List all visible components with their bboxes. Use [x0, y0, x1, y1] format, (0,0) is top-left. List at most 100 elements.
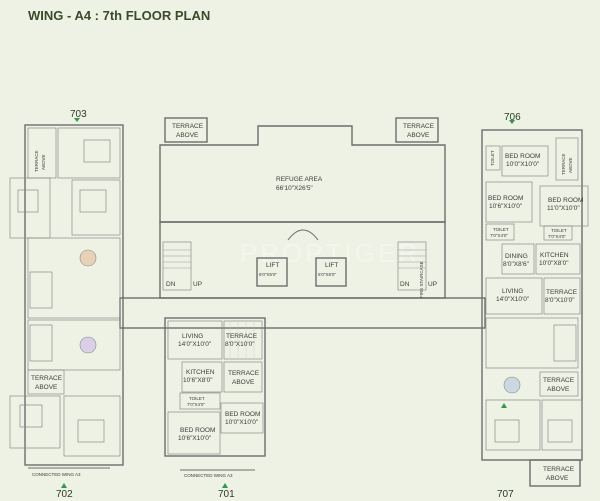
up-label: UP	[428, 281, 437, 288]
kitchen-label: KITCHEN	[186, 369, 215, 376]
above-label: ABOVE	[546, 475, 569, 482]
bed-icon	[494, 419, 520, 443]
terrace-above-706	[555, 137, 579, 181]
watermark: PROPTIGER	[240, 238, 420, 268]
terrace-label: TERRACE	[543, 377, 575, 384]
terrace-label: TERRACE	[561, 153, 566, 175]
bed-icon	[83, 139, 111, 163]
toilet-label: TOILET	[189, 396, 205, 401]
dining-706-dim: 8'0"X8'6"	[503, 261, 530, 268]
bedroom-706-c-dim: 11'0"X10'0"	[547, 205, 580, 212]
terrace-above-701	[223, 361, 263, 393]
unit-707-marker	[501, 403, 507, 408]
unit-703-label: 703	[70, 109, 87, 120]
room-703-c	[71, 179, 121, 236]
bedroom-707-a	[485, 399, 541, 451]
plan-title: WING - A4 : 7th FLOOR PLAN	[28, 8, 210, 23]
above-label: ABOVE	[176, 132, 199, 139]
refuge-area-dim: 66'10"X26'5"	[276, 185, 313, 192]
terrace-label: TERRACE	[226, 333, 258, 340]
living-706	[485, 277, 543, 315]
bedroom-701-b-dim: 10'6"X10'0"	[178, 435, 212, 442]
fire-staircase-label: FIRE STAIRCASE	[419, 261, 424, 298]
terrace-label: TERRACE	[228, 370, 260, 377]
dining-table-icon	[503, 376, 521, 394]
bedroom-label: BED ROOM	[548, 197, 583, 204]
above-label: ABOVE	[35, 384, 58, 391]
unit-701	[164, 317, 266, 457]
toilet-label: TOILET	[551, 228, 567, 233]
toilet-dim: 7'0"X4'0"	[187, 402, 205, 407]
lift-label: LIFT	[266, 262, 279, 269]
toilet-label: TOILET	[490, 150, 495, 166]
toilet-706-c	[543, 225, 573, 241]
left-wing	[24, 124, 124, 466]
terrace-label: TERRACE	[543, 466, 575, 473]
terrace-701-dim: 8'0"X10'0"	[225, 341, 255, 348]
bedroom-706-a-dim: 10'0"X10'0"	[506, 161, 540, 168]
kitchen-706-dim: 10'0"X8'0"	[539, 260, 569, 267]
terrace-above-702	[27, 369, 65, 395]
terrace-above-707-b	[529, 459, 581, 487]
above-label: ABOVE	[232, 379, 255, 386]
bedroom-label: BED ROOM	[225, 411, 260, 418]
kitchen-label: KITCHEN	[540, 252, 569, 259]
bed-icon	[79, 189, 107, 213]
living-701	[167, 320, 223, 360]
above-label: ABOVE	[41, 154, 46, 170]
unit-702-marker	[61, 483, 67, 488]
bedroom-706-b-dim: 10'6"X10'0"	[489, 203, 523, 210]
living-label: LIVING	[502, 288, 523, 295]
dining-label: DINING	[505, 253, 528, 260]
sofa-icon	[29, 324, 53, 362]
lift-2	[315, 257, 347, 287]
living-701-dim: 14'0"X10'0"	[178, 341, 212, 348]
lift-1	[256, 257, 288, 287]
bed-icon	[77, 419, 105, 443]
terrace-706	[543, 277, 581, 315]
terrace-label: TERRACE	[31, 375, 63, 382]
unit-702-label: 702	[56, 489, 73, 500]
terrace-label: TERRACE	[546, 289, 578, 296]
bedroom-707-b	[541, 399, 583, 451]
lift-label: LIFT	[325, 262, 338, 269]
toilet-dim: 7'0"X4'0"	[548, 234, 566, 239]
kitchen-701	[181, 361, 223, 393]
above-label: ABOVE	[547, 386, 570, 393]
terrace-label: TERRACE	[172, 123, 204, 130]
living-707	[485, 317, 579, 369]
kitchen-701-dim: 10'6"X8'0"	[183, 377, 213, 384]
living-706-dim: 14'0"X10'0"	[496, 296, 530, 303]
living-702	[27, 319, 121, 371]
dining-706	[501, 243, 535, 275]
bedroom-701-a	[220, 402, 264, 434]
refuge-area-label: REFUGE AREA	[276, 176, 323, 183]
dining-table-icon	[79, 249, 97, 267]
bedroom-706-b	[485, 181, 533, 223]
bedroom-702-a	[9, 395, 61, 449]
bed-icon	[17, 189, 39, 213]
dining-table-icon	[79, 336, 97, 354]
bedroom-702-b	[63, 395, 121, 457]
connected-wing-label: CONNECTED WING A3	[32, 472, 81, 477]
sofa-icon	[29, 271, 53, 309]
unit-701-marker	[222, 483, 228, 488]
dn-label: DN	[166, 281, 176, 288]
unit-706-marker	[509, 120, 515, 124]
bed-icon	[547, 419, 573, 443]
above-label: ABOVE	[568, 157, 573, 173]
lift-2-dim: 6'0"X8'0"	[318, 272, 336, 277]
terrace-above-top-left	[164, 117, 208, 143]
staircase-left	[162, 241, 192, 291]
bedroom-label: BED ROOM	[180, 427, 215, 434]
above-label: ABOVE	[407, 132, 430, 139]
terrace-above-707-a	[539, 371, 579, 397]
sofa-icon	[553, 324, 577, 362]
living-703	[27, 237, 121, 319]
unit-703-marker	[74, 118, 80, 122]
terrace-label: TERRACE	[34, 150, 39, 172]
bedroom-706-a	[501, 145, 549, 177]
toilet-dim: 7'0"X4'0"	[490, 233, 508, 238]
